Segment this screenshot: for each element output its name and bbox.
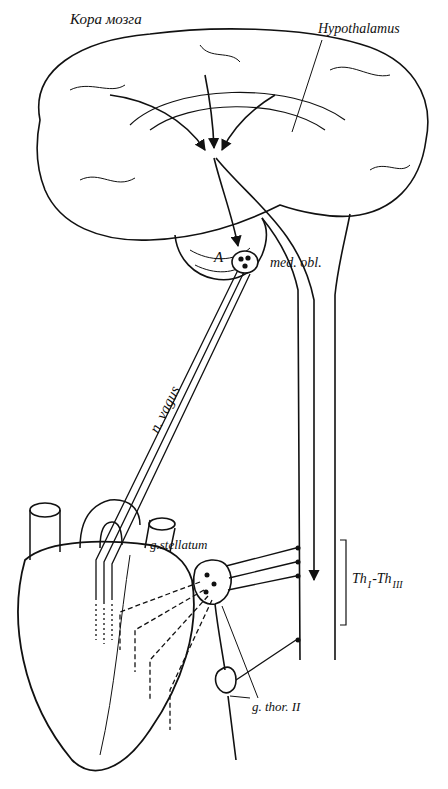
neuron-dots bbox=[204, 546, 301, 643]
anatomy-label: Кора мозга bbox=[70, 12, 142, 27]
vagus-endings bbox=[96, 604, 112, 644]
heart-vessel bbox=[30, 503, 60, 517]
cerebellum-outline bbox=[175, 218, 267, 280]
nucleus-letter: A bbox=[214, 250, 223, 265]
heart-vessel bbox=[149, 518, 175, 530]
sympathetic-fibres bbox=[120, 582, 212, 730]
cortex-arrow bbox=[110, 95, 205, 150]
leader-line bbox=[222, 606, 258, 698]
heart-groove bbox=[100, 555, 130, 755]
brainstem-outline bbox=[262, 214, 350, 660]
segment-bracket bbox=[340, 540, 346, 625]
anatomy-label: g.stellatum bbox=[150, 538, 207, 551]
anatomy-label: Th bbox=[352, 572, 367, 586]
heart-outline bbox=[18, 542, 194, 771]
anatomy-label: -Th bbox=[372, 572, 391, 586]
rami-communicantes bbox=[226, 548, 296, 680]
anatomy-label: III bbox=[393, 580, 403, 590]
nucleus-oval: A bbox=[214, 248, 260, 276]
spinal-pathway-arrow bbox=[216, 158, 314, 580]
sympathetic-trunk bbox=[215, 604, 236, 760]
leader-line bbox=[292, 40, 322, 132]
anatomy-label: med. obl. bbox=[270, 256, 322, 270]
cortex-arrow bbox=[205, 75, 214, 148]
cerebrum-outline bbox=[37, 29, 428, 240]
cortex-arrow bbox=[222, 95, 275, 150]
brain-sulcus bbox=[70, 45, 410, 182]
pathway-arrow bbox=[214, 158, 238, 246]
anatomy-label: Hypothalamus bbox=[318, 22, 400, 36]
anatomy-label: g. thor. II bbox=[252, 700, 300, 713]
anatomy-label: I bbox=[368, 580, 371, 590]
